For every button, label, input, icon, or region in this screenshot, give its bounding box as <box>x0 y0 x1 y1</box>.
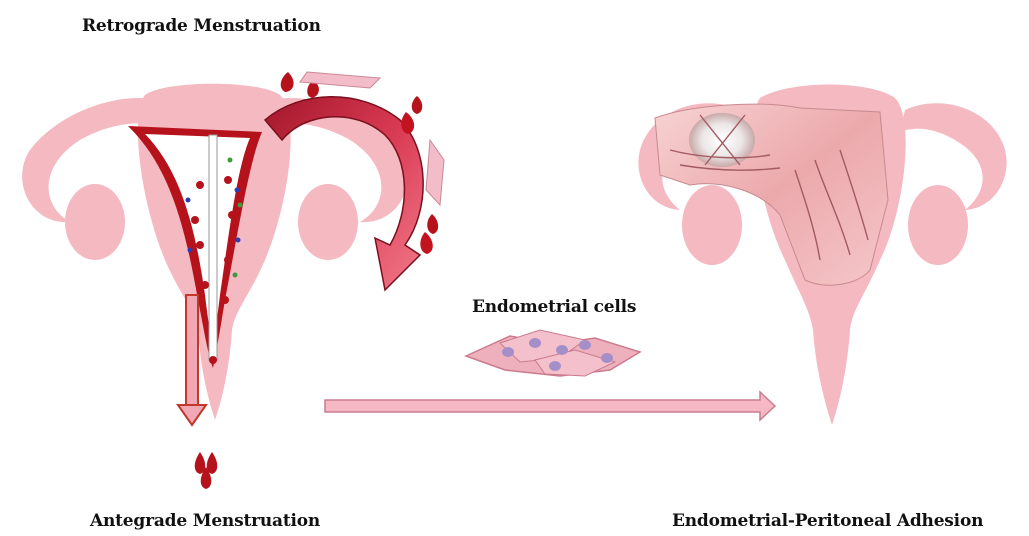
left-uterus <box>22 84 408 489</box>
menstrual-drops <box>195 452 218 489</box>
endometrial-cells <box>466 330 640 376</box>
progression-arrow <box>325 392 775 420</box>
right-uterus <box>638 85 1006 426</box>
